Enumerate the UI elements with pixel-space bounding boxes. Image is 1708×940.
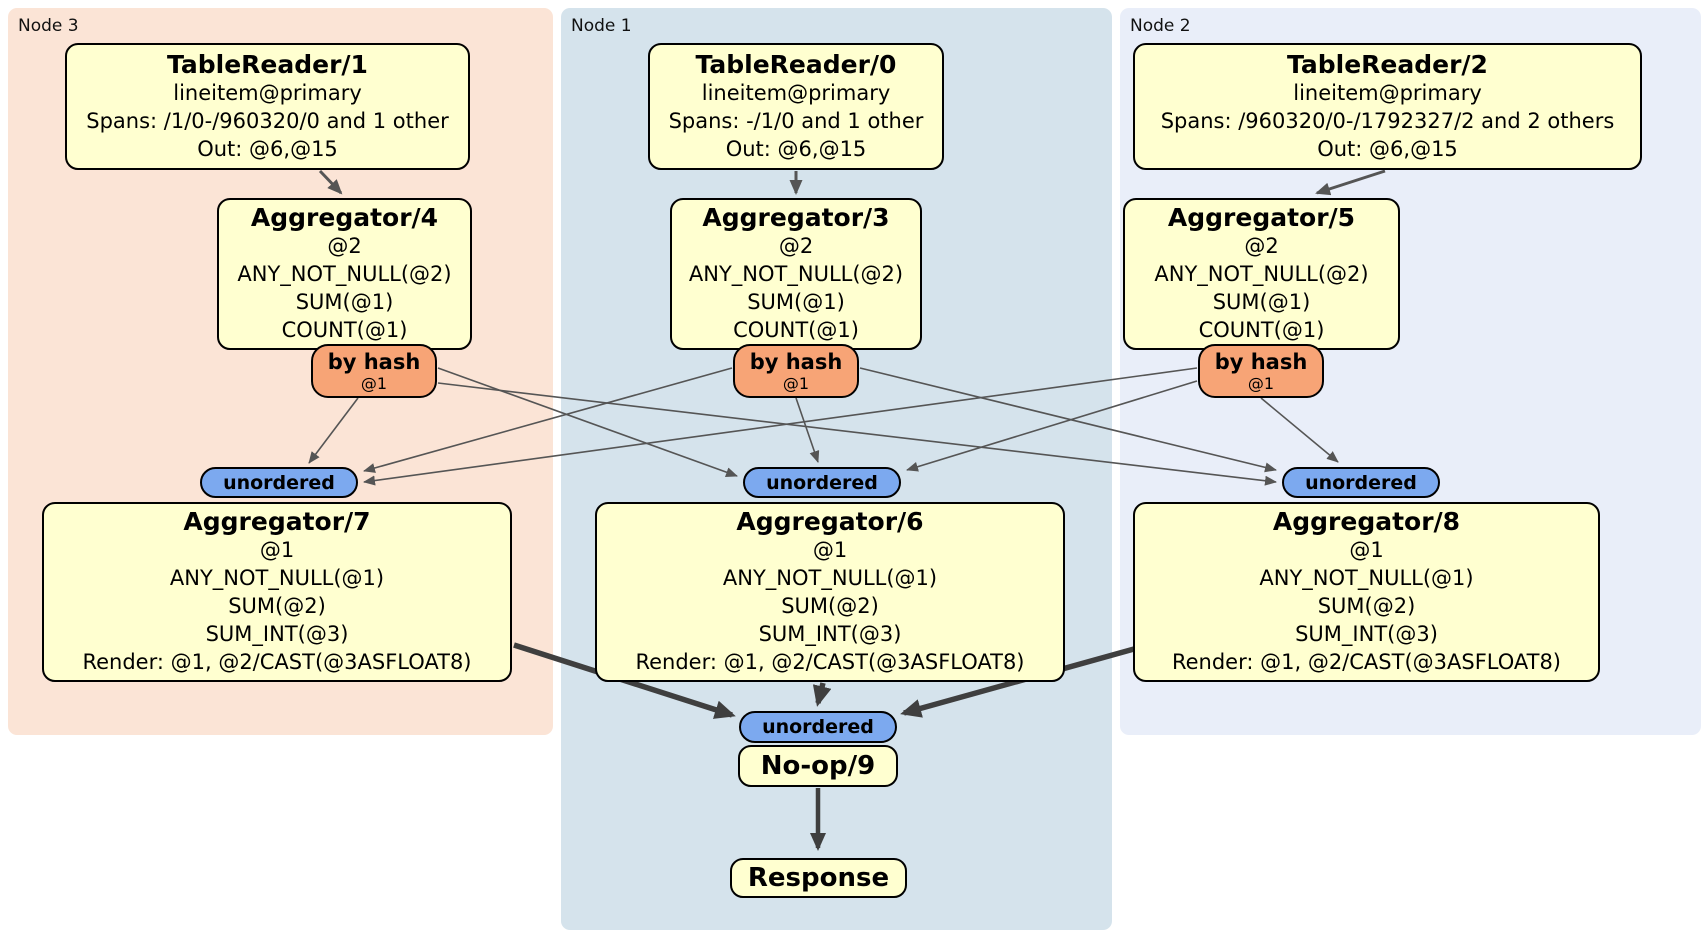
sync-unordered-node1: unordered (743, 467, 901, 498)
aggregator-5-line-4: COUNT(@1) (1198, 318, 1325, 342)
aggregator-6-line-2: ANY_NOT_NULL(@1) (722, 566, 938, 590)
aggregator-5-line-3: SUM(@1) (1212, 290, 1311, 314)
aggregator-3-line-1: @2 (778, 234, 814, 258)
tablereader-2-line-1: lineitem@primary (1293, 80, 1482, 105)
router-by-hash-node1-line-1: @1 (782, 373, 810, 393)
edge-r3-u1 (437, 367, 738, 477)
aggregator-6-line-5: Render: @1, @2/CAST(@3ASFLOAT8) (635, 650, 1025, 674)
noop-9: No-op/9 (738, 745, 898, 787)
aggregator-8-line-3: SUM(@2) (1317, 594, 1416, 618)
aggregator-3-line-3: SUM(@1) (747, 290, 845, 314)
tablereader-0-line-3: Out: @6,@15 (725, 136, 867, 161)
aggregator-5-title: Aggregator/5 (1167, 203, 1356, 232)
edge-r1-u1 (795, 397, 820, 463)
aggregator-6-line-3: SUM(@2) (781, 594, 879, 618)
aggregator-8-line-4: SUM_INT(@3) (1295, 622, 1438, 646)
tablereader-1-line-3: Out: @6,@15 (197, 136, 338, 161)
router-by-hash-node3: by hash@1 (311, 344, 437, 398)
edge-r1-u3 (363, 367, 733, 473)
aggregator-8-line-1: @1 (1349, 538, 1384, 562)
sync-unordered-merge-title: unordered (762, 716, 874, 738)
aggregator-8-title: Aggregator/8 (1272, 507, 1461, 536)
edge-tr1-agg4 (318, 169, 343, 195)
aggregator-3-line-2: ANY_NOT_NULL(@2) (688, 262, 904, 286)
aggregator-6-title: Aggregator/6 (736, 507, 924, 536)
aggregator-7-line-1: @1 (259, 538, 295, 562)
router-by-hash-node1: by hash@1 (733, 344, 859, 398)
edge-r1-u2 (859, 367, 1277, 473)
region-label-node2: Node 2 (1130, 16, 1191, 36)
tablereader-1-title: TableReader/1 (167, 49, 368, 79)
aggregator-3-title: Aggregator/3 (702, 203, 890, 232)
sync-unordered-merge: unordered (739, 711, 897, 743)
aggregator-4-line-2: ANY_NOT_NULL(@2) (237, 262, 452, 286)
router-by-hash-node3-title: by hash (327, 349, 421, 374)
aggregator-4-title: Aggregator/4 (250, 203, 439, 232)
aggregator-7-line-5: Render: @1, @2/CAST(@3ASFLOAT8) (82, 650, 472, 674)
aggregator-5-line-2: ANY_NOT_NULL(@2) (1154, 262, 1369, 286)
aggregator-7-line-4: SUM_INT(@3) (205, 622, 349, 646)
tablereader-0-line-2: Spans: -/1/0 and 1 other (668, 108, 924, 133)
aggregator-6-line-1: @1 (812, 538, 848, 562)
aggregator-4-line-1: @2 (327, 234, 362, 258)
edge-r2-u2 (1260, 397, 1339, 463)
router-by-hash-node1-title: by hash (749, 349, 843, 374)
sync-unordered-node2-title: unordered (1305, 471, 1417, 494)
aggregator-4-line-3: SUM(@1) (295, 290, 394, 314)
aggregator-6-line-4: SUM_INT(@3) (758, 622, 902, 646)
aggregator-5-line-1: @2 (1244, 234, 1279, 258)
router-by-hash-node2: by hash@1 (1198, 344, 1324, 398)
aggregator-8-line-5: Render: @1, @2/CAST(@3ASFLOAT8) (1171, 650, 1562, 674)
router-by-hash-node2-line-1: @1 (1247, 373, 1275, 393)
edge-r2-u1 (906, 380, 1198, 472)
sync-unordered-node1-title: unordered (766, 471, 878, 494)
aggregator-7-line-3: SUM(@2) (228, 594, 326, 618)
router-by-hash-node2-title: by hash (1214, 349, 1308, 374)
response-title: Response (747, 863, 890, 893)
router-by-hash-node3-line-1: @1 (360, 373, 388, 393)
tablereader-1-line-1: lineitem@primary (173, 80, 362, 105)
tablereader-2-title: TableReader/2 (1287, 49, 1488, 79)
tablereader-0-line-1: lineitem@primary (701, 80, 891, 105)
tablereader-2-line-2: Spans: /960320/0-/1792327/2 and 2 others (1160, 108, 1615, 133)
tablereader-0-title: TableReader/0 (695, 49, 897, 79)
tablereader-2-line-3: Out: @6,@15 (1317, 136, 1458, 161)
edge-r3-u2 (437, 382, 1277, 486)
aggregator-7-title: Aggregator/7 (183, 507, 371, 536)
aggregator-8-line-2: ANY_NOT_NULL(@1) (1259, 566, 1474, 590)
edge-agg6-merge (812, 682, 832, 707)
region-label-node3: Node 3 (18, 16, 79, 36)
sync-unordered-node3: unordered (200, 467, 358, 498)
response: Response (730, 858, 907, 898)
aggregator-3-line-4: COUNT(@1) (733, 318, 859, 342)
sync-unordered-node2: unordered (1282, 467, 1440, 498)
tablereader-1-line-2: Spans: /1/0-/960320/0 and 1 other (86, 108, 449, 133)
noop-9-title: No-op/9 (760, 751, 876, 781)
aggregator-7-line-2: ANY_NOT_NULL(@1) (169, 566, 385, 590)
edge-r2-u3 (363, 367, 1198, 486)
edge-r3-u3 (308, 397, 359, 464)
aggregator-4-line-4: COUNT(@1) (281, 318, 408, 342)
sync-unordered-node3-title: unordered (223, 471, 335, 494)
edge-tr2-agg5 (1315, 169, 1386, 196)
region-label-node1: Node 1 (571, 16, 632, 36)
